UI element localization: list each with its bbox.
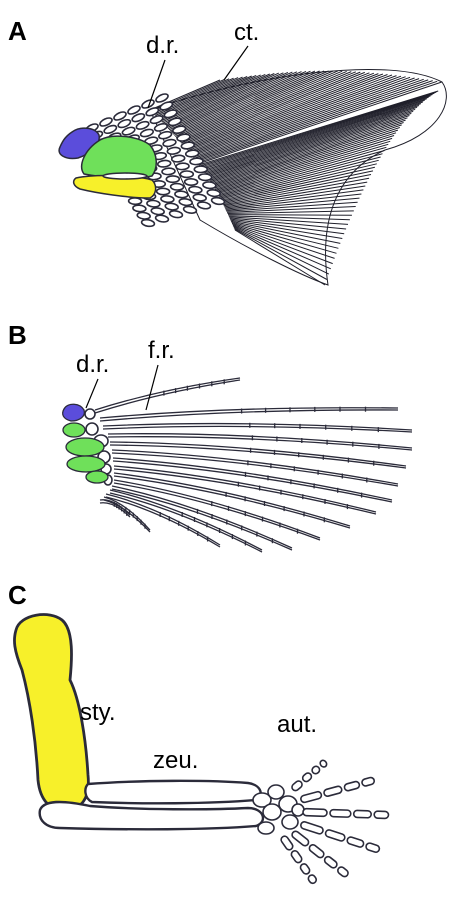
- panel-b-fin-rays: [95, 378, 412, 552]
- phalanx: [291, 780, 304, 792]
- panel-c-carpals: [253, 785, 304, 834]
- ceratotrichium: [228, 215, 352, 216]
- panel-a-leader-ct: [224, 46, 248, 80]
- fin-ray-pair: [100, 410, 398, 421]
- panel-b-purple-element: [63, 404, 85, 421]
- panel-c-zeugopod-lower: [40, 802, 263, 829]
- radial-bone: [175, 191, 188, 198]
- panel-b-label-dr: d.r.: [76, 351, 109, 378]
- radial-bone: [203, 181, 216, 188]
- panel-a: A d.r. ct.: [8, 16, 446, 285]
- phalanx: [303, 809, 327, 817]
- radial-bone: [176, 163, 189, 170]
- panel-c-zeugopod-upper: [85, 781, 260, 803]
- phalanx: [307, 874, 318, 885]
- panel-b-green-element: [67, 456, 105, 472]
- phalanx: [325, 829, 346, 842]
- radial-bone: [180, 171, 193, 178]
- radial-bone: [166, 176, 179, 183]
- radial-bone: [161, 195, 174, 202]
- radial-bone: [194, 166, 207, 173]
- panel-b-leader-dr: [86, 379, 98, 408]
- phalanx: [291, 830, 310, 847]
- panel-a-ceratotrichia: [150, 71, 442, 285]
- fin-ray-pair: [95, 380, 240, 413]
- ceratotrichium: [235, 230, 325, 285]
- radial-bone: [137, 212, 151, 220]
- radial-bone: [141, 219, 155, 228]
- radial-bone: [211, 197, 225, 206]
- radial-bone: [197, 201, 211, 210]
- carpal: [282, 815, 298, 829]
- phalanx: [354, 810, 372, 818]
- carpal: [292, 804, 304, 816]
- phalanx: [365, 842, 380, 853]
- panel-b-green-element: [63, 423, 85, 437]
- panel-b-label-fr: f.r.: [148, 337, 175, 364]
- radial-bone: [128, 198, 141, 205]
- panel-a-label-dr: d.r.: [146, 32, 179, 59]
- phalanx: [344, 781, 360, 792]
- phalanx: [280, 835, 294, 851]
- phalanx: [374, 811, 389, 818]
- radial-bone: [133, 205, 146, 212]
- radial-bone: [198, 174, 211, 181]
- radial-bone: [170, 183, 183, 190]
- fin-ray: [100, 408, 398, 418]
- panel-b-green-element: [66, 438, 104, 456]
- phalanx: [323, 786, 342, 797]
- radial-bone: [169, 210, 183, 219]
- carpal: [268, 785, 284, 799]
- radial-bone: [184, 179, 197, 186]
- phalanx: [319, 759, 328, 768]
- ceratotrichium: [233, 225, 335, 259]
- radial-bone: [193, 194, 207, 202]
- panel-c-label-sty: sty.: [80, 699, 116, 726]
- panel-b-radial: [86, 423, 98, 435]
- carpal: [263, 804, 281, 820]
- panel-c: C sty. zeu. aut.: [8, 580, 389, 885]
- panel-a-label-ct: ct.: [234, 19, 259, 46]
- phalanx: [300, 791, 322, 803]
- radial-bone: [190, 158, 203, 165]
- radial-bone: [167, 147, 181, 155]
- radial-bone: [151, 207, 165, 215]
- radial-bone: [157, 160, 171, 168]
- radial-bone: [162, 139, 176, 148]
- phalanx: [311, 765, 321, 775]
- panel-c-label-aut: aut.: [277, 711, 317, 738]
- phalanx: [300, 821, 324, 835]
- radial-bone: [147, 200, 160, 207]
- phalanx: [301, 772, 313, 783]
- panel-b-letter: B: [8, 320, 27, 350]
- phalanx: [308, 843, 325, 859]
- panel-b-green-element: [86, 471, 108, 483]
- phalanx: [346, 836, 364, 848]
- phalanx: [290, 849, 303, 864]
- phalanx: [336, 866, 349, 878]
- panel-a-small-radial: [103, 173, 147, 179]
- fin-ray-pair: [112, 453, 398, 486]
- radial-bone: [189, 186, 202, 193]
- panel-c-stylopod: [14, 615, 88, 811]
- phalanx: [299, 863, 311, 876]
- panel-c-label-zeu: zeu.: [153, 747, 198, 774]
- panel-b: B d.r. f.r.: [8, 320, 412, 552]
- panel-c-letter: C: [8, 580, 27, 610]
- radial-bone: [162, 168, 175, 175]
- radial-bone: [156, 188, 169, 195]
- panel-b-radial: [85, 409, 95, 419]
- phalanx: [330, 810, 351, 818]
- panel-a-letter: A: [8, 16, 27, 46]
- radial-bone: [155, 214, 169, 223]
- ceratotrichium: [235, 229, 327, 280]
- radial-bone: [183, 206, 197, 215]
- panel-b-leader-fr: [146, 365, 158, 410]
- radial-bone: [165, 203, 179, 211]
- phalanx: [361, 777, 375, 787]
- phalanx: [323, 855, 338, 869]
- radial-bone: [171, 155, 185, 163]
- carpal: [258, 822, 274, 834]
